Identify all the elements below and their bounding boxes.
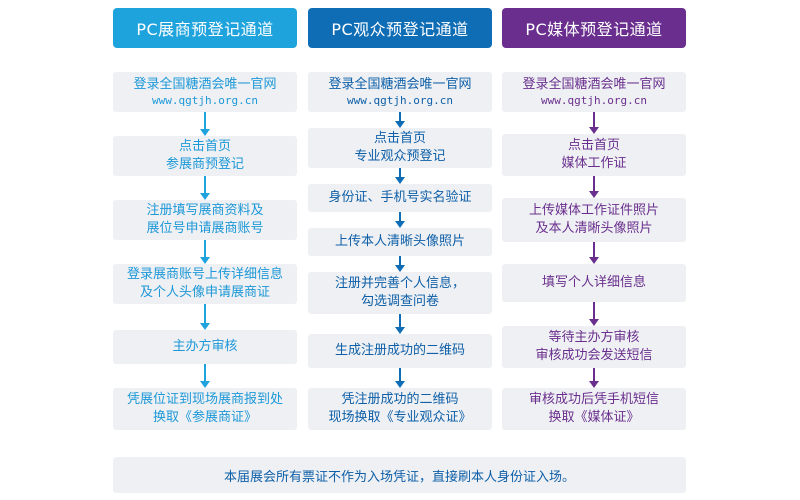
- step-text: 参展商预登记: [165, 157, 244, 172]
- step-text: 展位号申请展商账号: [146, 221, 264, 236]
- step-text: 点击首页: [373, 131, 426, 146]
- flow-arrow-icon: [395, 256, 405, 272]
- media-step-review: 等待主办方审核 审核成功会发送短信: [502, 326, 686, 368]
- visitor-step-verify: 身份证、手机号实名验证: [308, 184, 492, 212]
- step-text: 注册填写展商资料及: [146, 203, 264, 218]
- step-text: 审核成功后凭手机短信: [528, 392, 659, 407]
- flow-arrow-icon: [200, 240, 210, 264]
- step-text: 现场换取《专业观众证》: [328, 410, 472, 425]
- step-text: 点击首页: [567, 138, 620, 153]
- step-text: 勾选调查问卷: [360, 294, 439, 309]
- media-step-login: 登录全国糖酒会唯一官网 www.qgtjh.org.cn: [502, 72, 686, 112]
- flow-arrow-icon: [200, 304, 210, 330]
- exhibitor-step-login: 登录全国糖酒会唯一官网 www.qgtjh.org.cn: [113, 72, 297, 112]
- exhibitor-step-exchange: 凭展位证到现场展商报到处 换取《参展商证》: [113, 388, 297, 430]
- website-url: www.qgtjh.org.cn: [347, 94, 453, 107]
- flow-arrow-icon: [200, 112, 210, 136]
- flow-arrow-icon: [395, 112, 405, 128]
- step-text: 注册并完善个人信息，: [334, 276, 465, 291]
- exhibitor-step-register: 注册填写展商资料及 展位号申请展商账号: [113, 200, 297, 240]
- visitor-step-qrcode: 生成注册成功的二维码: [308, 334, 492, 368]
- step-text: 身份证、手机号实名验证: [328, 190, 472, 205]
- flow-arrow-icon: [589, 302, 599, 326]
- step-text: 等待主办方审核: [548, 330, 640, 345]
- flow-arrow-icon: [200, 176, 210, 200]
- step-text: 登录展商账号上传详细信息: [126, 267, 283, 282]
- step-text: 主办方审核: [172, 339, 238, 354]
- flow-arrow-icon: [589, 368, 599, 388]
- flow-arrow-icon: [589, 176, 599, 198]
- visitor-step-info: 注册并完善个人信息， 勾选调查问卷: [308, 272, 492, 314]
- step-text: 凭展位证到现场展商报到处: [126, 392, 283, 407]
- media-channel-header: PC媒体预登记通道: [502, 8, 686, 48]
- step-text: 点击首页: [178, 139, 231, 154]
- visitor-step-photo: 上传本人清晰头像照片: [308, 228, 492, 256]
- step-text: 上传本人清晰头像照片: [334, 234, 465, 249]
- footer-note: 本届展会所有票证不作为入场凭证，直接刷本人身份证入场。: [113, 457, 686, 493]
- step-text: 及本人清晰头像照片: [535, 221, 653, 236]
- flow-arrow-icon: [200, 364, 210, 388]
- visitor-step-homepage: 点击首页 专业观众预登记: [308, 128, 492, 168]
- media-step-upload: 上传媒体工作证件照片 及本人清晰头像照片: [502, 198, 686, 242]
- flow-arrow-icon: [395, 314, 405, 334]
- step-text: 生成注册成功的二维码: [334, 343, 465, 358]
- media-step-exchange: 审核成功后凭手机短信 换取《媒体证》: [502, 388, 686, 430]
- flow-arrow-icon: [395, 212, 405, 228]
- visitor-step-exchange: 凭注册成功的二维码 现场换取《专业观众证》: [308, 388, 492, 430]
- website-url: www.qgtjh.org.cn: [541, 94, 647, 107]
- step-text: 及个人头像申请展商证: [139, 285, 270, 300]
- visitor-channel-header: PC观众预登记通道: [308, 8, 492, 48]
- visitor-step-login: 登录全国糖酒会唯一官网 www.qgtjh.org.cn: [308, 72, 492, 112]
- exhibitor-step-review: 主办方审核: [113, 330, 297, 364]
- step-text: 登录全国糖酒会唯一官网: [522, 77, 666, 92]
- step-text: 登录全国糖酒会唯一官网: [328, 77, 472, 92]
- flow-arrow-icon: [589, 112, 599, 134]
- exhibitor-step-homepage: 点击首页 参展商预登记: [113, 136, 297, 176]
- step-text: 审核成功会发送短信: [535, 348, 653, 363]
- website-url: www.qgtjh.org.cn: [152, 94, 258, 107]
- flow-arrow-icon: [395, 168, 405, 184]
- step-text: 换取《媒体证》: [548, 410, 640, 425]
- step-text: 登录全国糖酒会唯一官网: [133, 77, 277, 92]
- step-text: 上传媒体工作证件照片: [528, 203, 659, 218]
- media-step-info: 填写个人详细信息: [502, 264, 686, 302]
- exhibitor-step-upload: 登录展商账号上传详细信息 及个人头像申请展商证: [113, 264, 297, 304]
- flow-arrow-icon: [395, 368, 405, 388]
- step-text: 凭注册成功的二维码: [341, 392, 459, 407]
- step-text: 专业观众预登记: [354, 149, 446, 164]
- step-text: 换取《参展商证》: [152, 410, 257, 425]
- step-text: 填写个人详细信息: [541, 275, 646, 290]
- flow-arrow-icon: [589, 242, 599, 264]
- exhibitor-channel-header: PC展商预登记通道: [113, 8, 297, 48]
- step-text: 媒体工作证: [561, 156, 627, 171]
- media-step-homepage: 点击首页 媒体工作证: [502, 134, 686, 176]
